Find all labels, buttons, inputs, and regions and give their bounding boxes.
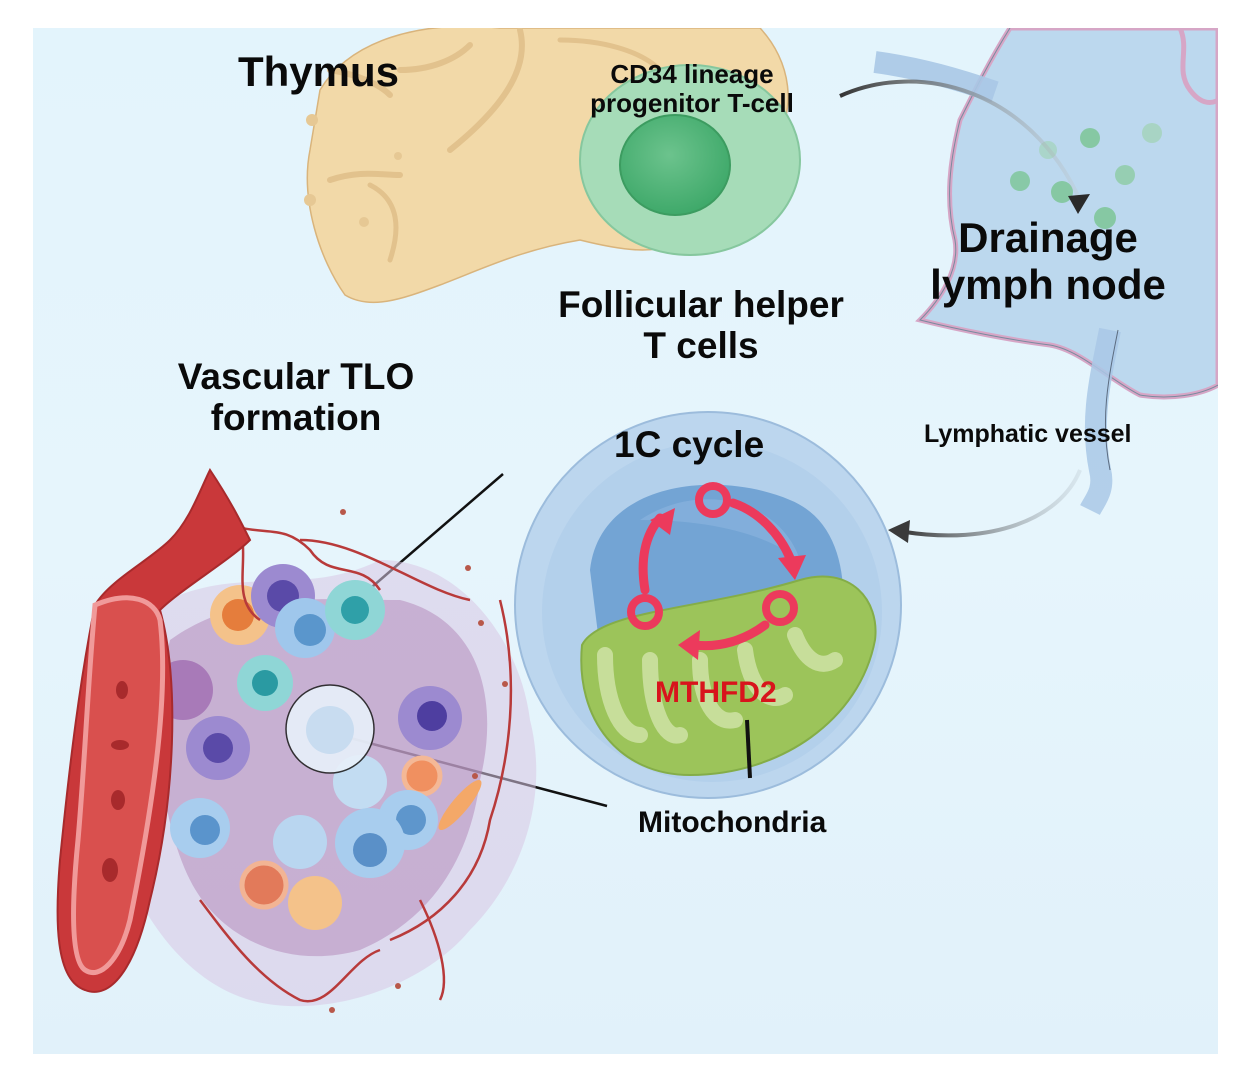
arrowhead-icon: [888, 520, 910, 543]
cycle-node: [695, 482, 731, 518]
lymph-node-label-line1: Drainage: [958, 214, 1138, 261]
lymph-node-label: Drainage lymph node: [908, 214, 1188, 308]
mitochondria-pointer: [745, 719, 752, 779]
vascular-tlo: [96, 509, 537, 1013]
progenitor-label-line1: CD34 lineage: [610, 59, 774, 89]
enzyme-label: MTHFD2: [655, 676, 777, 709]
blood-vessel: [56, 468, 252, 993]
lymph-node-label-line2: lymph node: [930, 261, 1166, 309]
tfh-cell: [514, 411, 902, 799]
one-carbon-cycle-nodes: [627, 482, 798, 630]
arrowhead-icon: [678, 630, 700, 660]
arrow-to-tfh: [888, 469, 1082, 543]
cycle-node: [762, 590, 798, 626]
lymphatic-vessel: [873, 51, 1121, 516]
tlo-label: Vascular TLO formation: [150, 356, 442, 439]
progenitor-t-cell: [579, 64, 801, 256]
arrowhead-icon: [650, 508, 675, 535]
arrow-to-lymph-node: [839, 79, 1090, 214]
cycle-label: 1C cycle: [614, 424, 765, 465]
tfh-label: Follicular helper T cells: [530, 284, 872, 367]
mitochondria-label: Mitochondria: [638, 806, 827, 839]
tlo-label-line2: formation: [210, 397, 382, 439]
tlo-label-line1: Vascular TLO: [177, 356, 415, 397]
arrowhead-icon: [1068, 194, 1090, 214]
progenitor-label-line2: progenitor T-cell: [590, 88, 794, 119]
lymphatic-vessel-label: Lymphatic vessel: [924, 420, 1132, 448]
progenitor-label: CD34 lineage progenitor T-cell: [562, 59, 822, 119]
thymus-label: Thymus: [238, 48, 400, 95]
tfh-label-line2: T cells: [643, 325, 759, 367]
arrowhead-icon: [778, 555, 806, 580]
cycle-node: [627, 594, 663, 630]
one-carbon-cycle-arrowheads: [650, 508, 806, 660]
tfh-label-line1: Follicular helper: [558, 284, 844, 325]
